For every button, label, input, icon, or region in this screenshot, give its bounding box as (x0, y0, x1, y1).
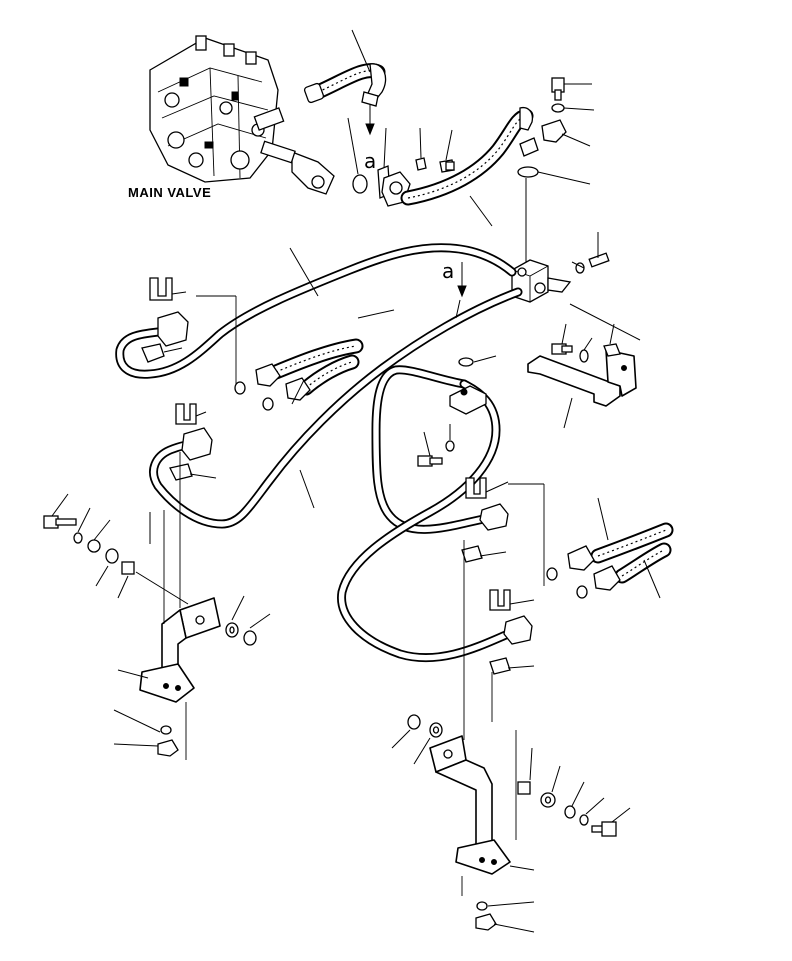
steel-pipe-upper-left (115, 243, 517, 379)
u-bolt-left-lower (169, 403, 217, 481)
pipe-clamp-center (449, 355, 497, 415)
reference-letter-a-top: a (364, 149, 376, 173)
junction-block (511, 232, 610, 303)
main-valve-label: MAIN VALVE (128, 185, 211, 200)
u-bolt-right-lower (489, 589, 535, 675)
u-bolt-left-upper (141, 277, 236, 363)
bracket-stand-left (117, 452, 221, 760)
reference-letter-a-center: a (442, 259, 454, 283)
washers-right (391, 714, 631, 933)
washers-left (113, 595, 271, 757)
hoses-center-left (234, 296, 395, 411)
hose-upper-right (400, 106, 539, 227)
bracket-center-right (527, 303, 641, 429)
bracket-stand-right (429, 540, 535, 896)
hoses-right (546, 497, 674, 599)
steel-pipe-lower-left (149, 287, 523, 529)
steel-pipe-center (337, 365, 513, 663)
clamp-upper-right (517, 77, 595, 262)
reference-a-center (455, 262, 467, 319)
bolt-set-left (43, 493, 189, 605)
u-bolt-right-upper (461, 477, 545, 586)
main-valve-block (149, 35, 335, 195)
hose-valve-upper (303, 29, 387, 136)
bolt-set-center (417, 424, 455, 467)
